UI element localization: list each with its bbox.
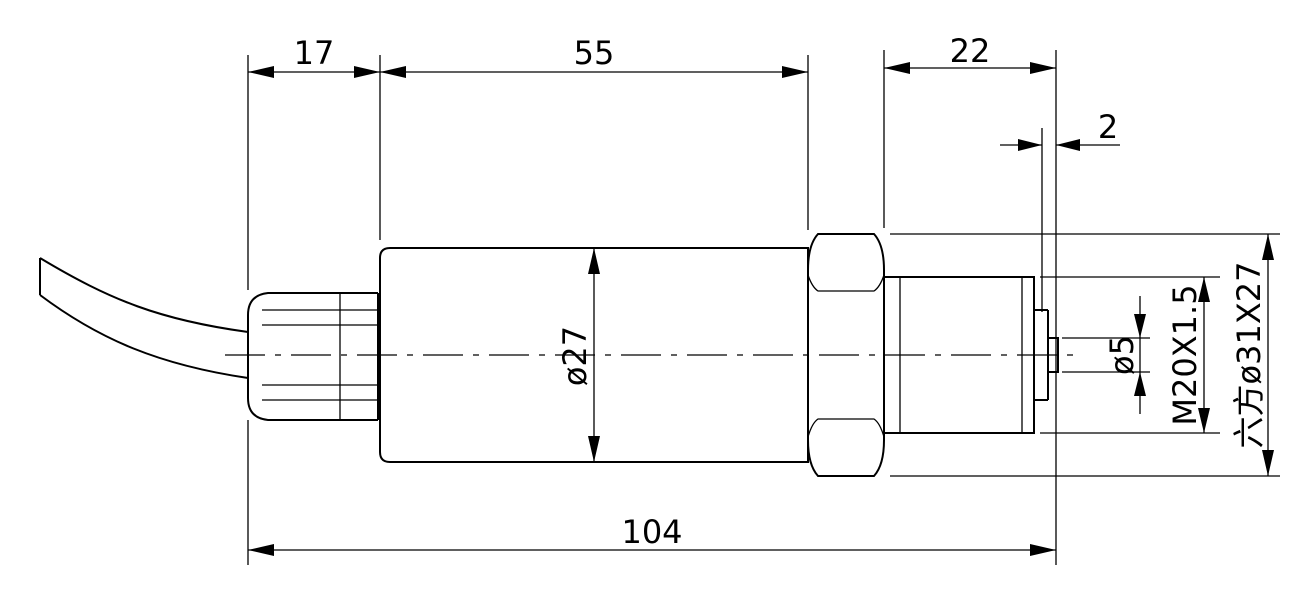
dimension-104: 104 (248, 513, 1056, 556)
cable (39, 257, 249, 379)
extension-lines (247, 50, 1280, 565)
dimension-17-label: 17 (294, 34, 335, 72)
dimension-thread-label: M20X1.5 (1166, 284, 1204, 425)
dimension-2: 2 (1000, 108, 1120, 151)
dimension-diameter-27: ø27 (556, 248, 600, 462)
dimension-17: 17 (248, 34, 380, 78)
dimension-55-label: 55 (574, 34, 615, 72)
dimension-diameter-5-label: ø5 (1103, 335, 1141, 375)
dimension-diameter-27-label: ø27 (556, 326, 594, 386)
sensor-body (379, 247, 809, 463)
dimension-thread: M20X1.5 (1166, 277, 1210, 433)
dimension-2-label: 2 (1098, 108, 1118, 146)
hex-nut (807, 233, 885, 477)
dimension-55: 55 (380, 34, 808, 78)
dimension-104-label: 104 (621, 513, 682, 551)
dimension-hex: 六方ø31X27 (1230, 234, 1274, 476)
dimension-hex-label: 六方ø31X27 (1230, 262, 1268, 449)
dimension-22: 22 (884, 32, 1056, 74)
cable-gland (247, 292, 379, 421)
dimension-diameter-5: ø5 (1103, 296, 1146, 414)
dimension-22-label: 22 (950, 32, 991, 70)
